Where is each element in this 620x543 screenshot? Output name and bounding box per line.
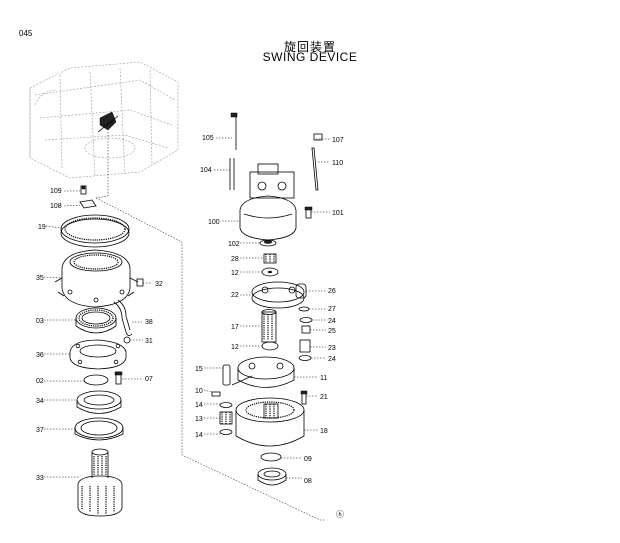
part-11-carrier <box>231 356 295 388</box>
callout-23: 23 <box>328 345 336 352</box>
callout-07: 07 <box>145 376 153 383</box>
leaders-right <box>203 137 330 479</box>
part-108-plate <box>79 199 97 209</box>
callout-100: 100 <box>208 219 220 226</box>
callout-109: 109 <box>50 188 62 195</box>
part-08-bearing <box>257 467 287 486</box>
part-12b-washer <box>261 341 279 351</box>
callout-09: 09 <box>304 456 312 463</box>
part-09-ring <box>260 452 282 462</box>
callout-107: 107 <box>332 137 344 144</box>
brand-mark: ⓗ <box>336 510 344 519</box>
callout-34: 34 <box>36 398 44 405</box>
part-07-bolt <box>114 371 123 385</box>
part-14a-washer <box>219 402 233 408</box>
callout-104: 104 <box>200 167 212 174</box>
callout-101: 101 <box>332 210 344 217</box>
callout-110: 110 <box>332 160 343 167</box>
part-31-plug <box>123 336 131 344</box>
part-37-seal <box>74 417 124 441</box>
part-13-planet-gear <box>219 411 233 425</box>
callout-25: 25 <box>328 328 336 335</box>
callout-12a: 12 <box>231 270 239 277</box>
title-english: SWING DEVICE <box>262 50 358 64</box>
part-104-pipe <box>229 158 235 190</box>
part-38-pipe <box>113 299 133 336</box>
part-109-bolt <box>80 185 87 195</box>
part-02-oring <box>83 374 109 386</box>
callout-21: 21 <box>320 394 328 401</box>
callout-28: 28 <box>231 256 239 263</box>
part-32-plug <box>136 278 144 287</box>
callout-03: 03 <box>36 318 44 325</box>
callout-24a: 24 <box>328 318 336 325</box>
part-101-bolt <box>304 206 313 219</box>
part-14b-washer <box>219 429 233 435</box>
part-12a-washer <box>261 267 279 277</box>
callout-18: 18 <box>320 428 328 435</box>
callout-26: 26 <box>328 288 336 295</box>
callout-02: 02 <box>36 378 44 385</box>
callout-37: 37 <box>36 427 44 434</box>
callout-19: 19 <box>38 224 46 231</box>
part-28-gear <box>263 253 277 264</box>
callout-13: 13 <box>195 416 203 423</box>
callout-108: 108 <box>50 203 62 210</box>
part-100-motor <box>239 163 297 241</box>
part-18-ring-gear <box>235 397 305 447</box>
part-03-bearing <box>75 307 117 334</box>
callout-102: 102 <box>228 241 240 248</box>
part-107-cap <box>313 133 323 141</box>
part-24a-washer <box>299 317 313 323</box>
page-number: 045 <box>19 29 33 38</box>
callout-38: 38 <box>145 319 153 326</box>
callout-08: 08 <box>304 478 312 485</box>
part-36-flange <box>69 339 127 370</box>
callout-33: 33 <box>36 475 44 482</box>
part-24b-washer <box>298 355 312 361</box>
part-33-pinion-shaft <box>77 448 123 517</box>
callout-14a: 14 <box>195 402 203 409</box>
callout-35: 35 <box>36 275 44 282</box>
title-chinese: 旋回装置 <box>283 40 336 54</box>
excavator-outline <box>29 61 179 179</box>
leaders-left <box>43 190 152 478</box>
callout-27: 27 <box>328 306 336 313</box>
callout-105: 105 <box>202 135 214 142</box>
part-10-pin <box>211 391 221 397</box>
part-105-dipstick <box>230 112 238 150</box>
callout-10: 10 <box>195 388 203 395</box>
callout-12b: 12 <box>231 344 239 351</box>
callout-31: 31 <box>145 338 153 345</box>
callout-11: 11 <box>320 375 327 382</box>
part-35-housing <box>54 249 139 308</box>
callout-36: 36 <box>36 352 44 359</box>
part-19-ring <box>60 214 130 248</box>
part-34-bearing <box>76 390 122 414</box>
part-27 <box>298 306 310 312</box>
leader-long-diagonal <box>95 197 325 521</box>
part-23-gear <box>299 339 311 353</box>
leader-excavator <box>95 132 109 199</box>
part-102-plate <box>259 239 277 247</box>
callout-15: 15 <box>195 366 203 373</box>
callout-14b: 14 <box>195 432 203 439</box>
part-110-rod <box>311 147 319 191</box>
part-21-bolt <box>300 390 308 405</box>
part-15-pin <box>222 364 231 386</box>
callout-24b: 24 <box>328 356 336 363</box>
part-17-sun-gear <box>261 309 277 343</box>
part-25 <box>301 325 311 334</box>
callout-32: 32 <box>155 281 163 288</box>
callout-22: 22 <box>231 292 239 299</box>
callout-17: 17 <box>231 324 239 331</box>
